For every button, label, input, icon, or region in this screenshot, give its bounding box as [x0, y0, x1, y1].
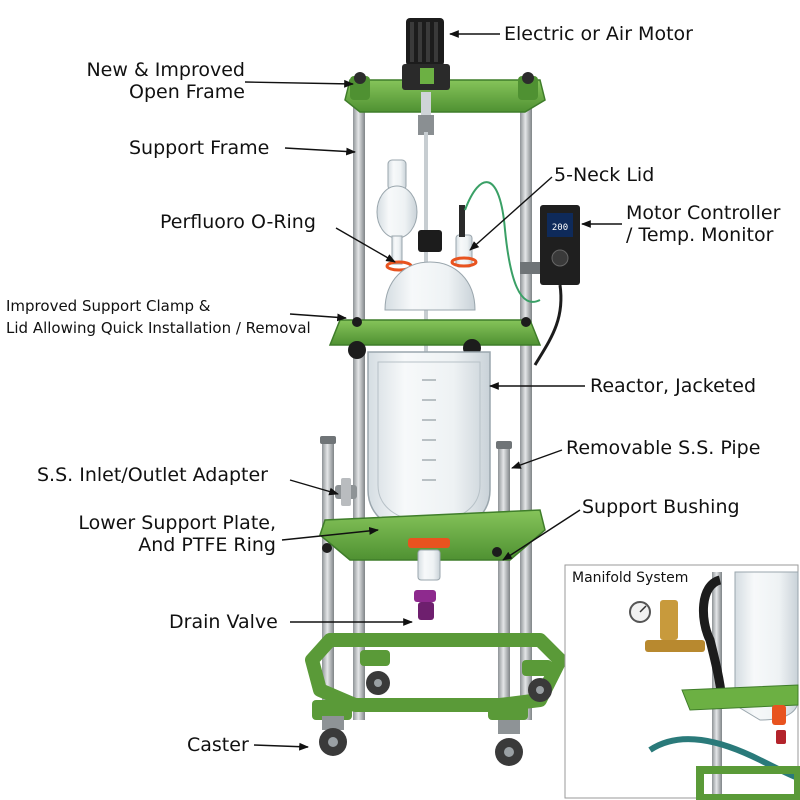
oring-arrow — [335, 227, 396, 263]
caster-arrow — [253, 742, 309, 751]
label-controller-line1: Motor Controller — [626, 202, 781, 224]
stirrer-shaft — [424, 132, 428, 502]
open-frame — [344, 72, 546, 113]
label-five-neck-lid: 5-Neck Lid — [554, 164, 655, 186]
label-motor: Electric or Air Motor — [504, 23, 693, 45]
label-lower-plate-line1: Lower Support Plate, — [78, 512, 276, 534]
five-neck-lid — [384, 261, 476, 311]
neck-lid-arrow — [469, 176, 553, 251]
label-open-frame-line1: New & Improved — [86, 59, 245, 81]
plate-arrow — [281, 527, 379, 541]
label-reactor: Reactor, Jacketed — [590, 375, 756, 397]
clamp-arrow — [289, 313, 347, 322]
label-caster: Caster — [187, 734, 249, 756]
label-drain-valve: Drain Valve — [169, 611, 278, 633]
motor-illustration — [402, 18, 450, 135]
label-support-bushing: Support Bushing — [582, 496, 740, 518]
inlet-outlet-adapter — [335, 478, 357, 506]
open-frame-arrow — [244, 79, 354, 88]
caster-wheels — [319, 671, 552, 766]
label-inlet-outlet-adapter: S.S. Inlet/Outlet Adapter — [37, 464, 268, 486]
jacketed-reactor — [367, 351, 491, 536]
condenser-glassware — [376, 159, 418, 265]
pipe-arrow — [511, 449, 563, 469]
lid-stoppers — [418, 181, 541, 303]
label-support-frame: Support Frame — [129, 137, 270, 159]
label-open-frame-line2: Open Frame — [129, 81, 245, 103]
label-clamp-line1: Improved Support Clamp & — [6, 297, 211, 315]
drain-valve-illustration — [414, 549, 441, 620]
label-clamp-line2: Lid Allowing Quick Installation / Remova… — [6, 319, 311, 337]
adapter-arrow — [289, 479, 339, 496]
label-removable-pipe: Removable S.S. Pipe — [566, 437, 761, 459]
manifold-inset — [564, 564, 800, 800]
base-frame — [305, 633, 567, 720]
label-lower-plate-line2: And PTFE Ring — [138, 534, 276, 556]
bushing-arrow — [502, 509, 581, 561]
controller-display-value: 200 — [552, 223, 568, 233]
label-controller-line2: / Temp. Monitor — [626, 224, 774, 246]
inset-title: Manifold System — [572, 570, 689, 586]
callout-arrows — [244, 30, 622, 751]
support-frame-arrow — [284, 147, 356, 156]
label-perfluoro-oring: Perfluoro O-Ring — [160, 211, 316, 233]
motor-controller: 200 — [520, 205, 580, 366]
